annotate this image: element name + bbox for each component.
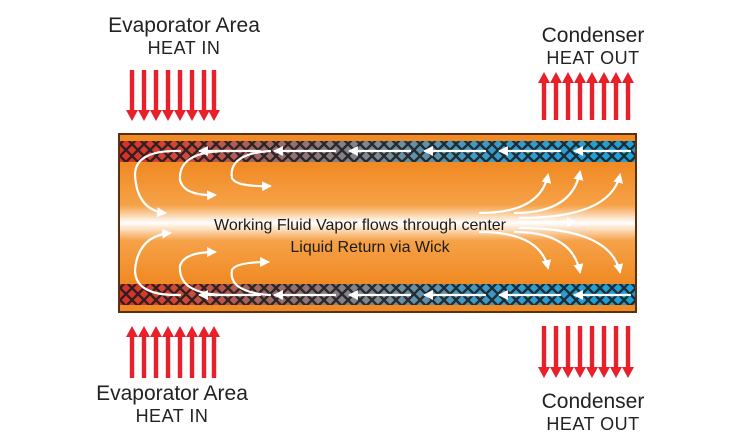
- heat-in-arrow-icon: [138, 326, 150, 378]
- flow-arrow-icon: [513, 170, 584, 215]
- flow-arrow-icon: [230, 149, 272, 192]
- flow-arrow-icon: [133, 228, 182, 297]
- heat-out-arrow-icon: [550, 326, 562, 378]
- heat-out-label: HEAT OUT: [546, 414, 640, 435]
- heat-out-label: HEAT OUT: [546, 48, 640, 69]
- heat-out-arrow-icon: [586, 72, 598, 120]
- heat-in-arrow-icon: [198, 326, 210, 378]
- heat-out-arrow-icon: [622, 72, 634, 120]
- heat-out-arrow-icon: [598, 72, 610, 120]
- heat-out-arrow-icon: [622, 326, 634, 378]
- heat-in-arrow-icon: [150, 70, 162, 121]
- flow-arrow-icon: [178, 149, 227, 201]
- heat-in-arrow-icon: [174, 326, 186, 378]
- flow-arrow-icon: [133, 149, 182, 218]
- heat-in-arrow-icon: [186, 326, 198, 378]
- condenser-label-top: Condenser HEAT OUT: [508, 24, 678, 69]
- heat-in-label: HEAT IN: [147, 38, 221, 59]
- flow-arrow-icon: [518, 173, 624, 220]
- flow-arrow-icon: [518, 226, 624, 274]
- condenser-title: Condenser: [541, 390, 645, 413]
- evaporator-title: Evaporator Area: [108, 14, 260, 37]
- heat-out-arrow-icon: [610, 72, 622, 120]
- heat-in-arrow-icon: [162, 326, 174, 378]
- heat-in-arrow-icon: [126, 326, 138, 378]
- heat-out-arrow-icon: [550, 72, 562, 120]
- heat-out-arrow-icon: [598, 326, 610, 378]
- liquid-return-text: Liquid Return via Wick: [290, 239, 450, 256]
- flow-arrow-icon: [478, 230, 552, 270]
- evaporator-label-bottom: Evaporator Area HEAT IN: [72, 382, 272, 427]
- heat-in-arrow-icon: [208, 326, 220, 378]
- heat-in-arrow-icon: [198, 70, 210, 121]
- heat-in-arrow-icon: [208, 70, 220, 121]
- heat-in-arrow-icon: [174, 70, 186, 121]
- heat-arrows: [126, 70, 634, 378]
- flow-arrow-icon: [230, 257, 272, 297]
- evaporator-label-top: Evaporator Area HEAT IN: [84, 14, 284, 59]
- condenser-label-bottom: Condenser HEAT OUT: [508, 390, 678, 435]
- condenser-title: Condenser: [541, 24, 645, 47]
- heat-in-arrow-icon: [186, 70, 198, 121]
- heat-in-label: HEAT IN: [135, 406, 209, 427]
- heat-out-arrow-icon: [538, 72, 550, 120]
- heat-out-arrow-icon: [562, 326, 574, 378]
- vapor-flow-text: Working Fluid Vapor flows through center: [214, 217, 506, 234]
- heat-out-arrow-icon: [586, 326, 598, 378]
- heat-in-arrow-icon: [126, 70, 138, 121]
- evaporator-title: Evaporator Area: [96, 382, 248, 405]
- heat-out-arrow-icon: [562, 72, 574, 120]
- heat-in-arrow-icon: [138, 70, 150, 121]
- flow-arrow-icon: [178, 247, 227, 297]
- heat-out-arrow-icon: [574, 326, 586, 378]
- flow-arrow-icon: [513, 230, 584, 274]
- heat-out-arrow-icon: [538, 326, 550, 378]
- heat-out-arrow-icon: [574, 72, 586, 120]
- flow-arrows: [133, 146, 632, 300]
- heat-out-arrow-icon: [610, 326, 622, 378]
- heat-in-arrow-icon: [150, 326, 162, 378]
- heat-in-arrow-icon: [162, 70, 174, 121]
- flow-arrow-icon: [478, 173, 552, 215]
